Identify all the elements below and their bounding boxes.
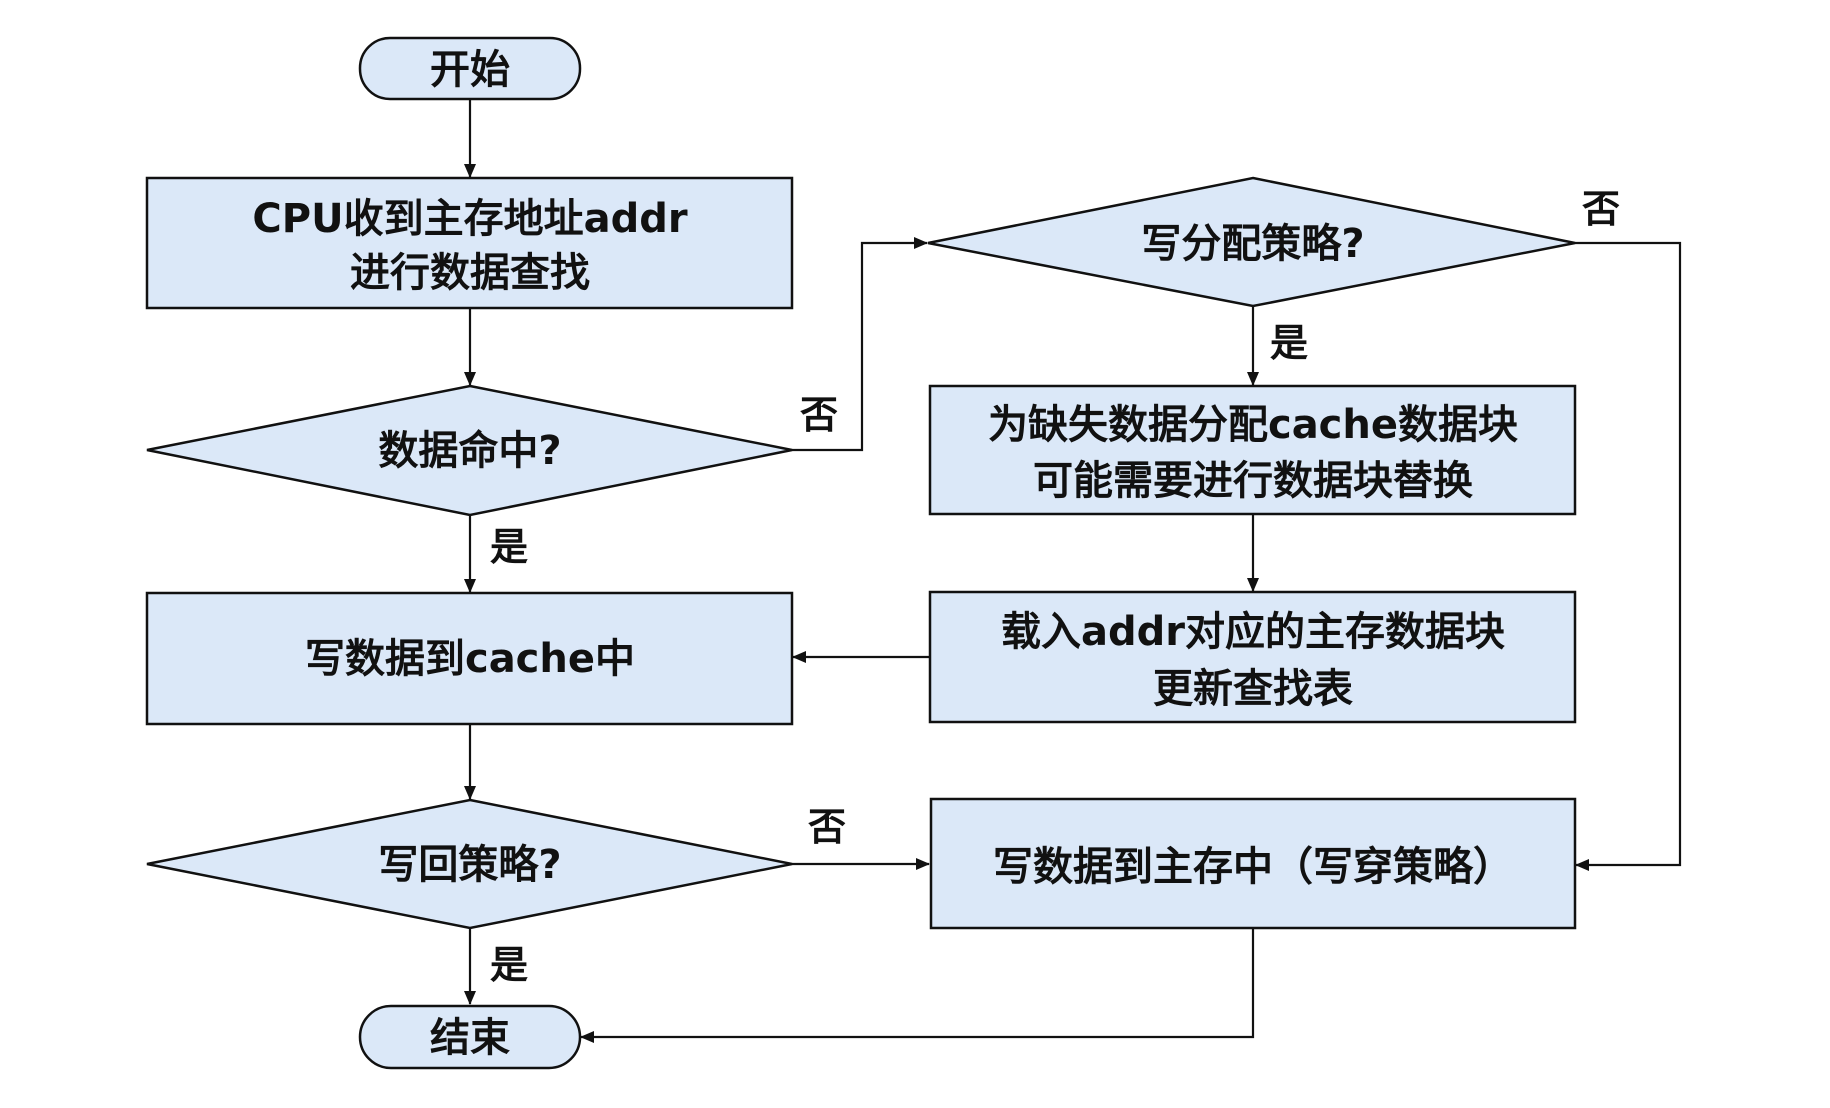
cpu-lookup-box [145,176,794,310]
load-block-line-1: 载入addr对应的主存数据块 [1001,609,1505,655]
edges [464,99,1682,1043]
start-terminator-shape [358,36,582,101]
node-hit-decision: 数据命中? [146,384,793,517]
write-back-decision-label: 写回策略? [378,842,561,888]
edge-label-write-allocate-no: 否 [1582,187,1620,231]
node-write-memory: 写数据到主存中（写穿策略） [929,797,1577,930]
end-terminator-shape [358,1004,582,1070]
cpu-lookup-line-2: 进行数据查找 [350,250,590,296]
write-memory-label: 写数据到主存中（写穿策略） [993,844,1513,890]
allocate-block-line-1: 为缺失数据分配cache数据块 [988,402,1518,448]
write-memory-box [929,797,1577,930]
hit-decision-diamond [146,384,793,517]
write-cache-box [145,591,794,726]
node-write-allocate-decision: 写分配策略? [927,176,1576,308]
load-block-box [928,590,1577,724]
allocate-block-line-2: 可能需要进行数据块替换 [1033,458,1473,504]
node-load-block: 载入addr对应的主存数据块 更新查找表 [928,590,1577,724]
edge-label-write-back-no: 否 [808,805,846,849]
edge-label-write-allocate-yes: 是 [1270,321,1308,365]
load-block-line-2: 更新查找表 [1153,666,1353,712]
end-label: 结束 [430,1015,510,1061]
write-allocate-decision-label: 写分配策略? [1141,221,1364,267]
write-cache-label: 写数据到cache中 [305,636,635,682]
edge-hit-no-to-write-allocate [792,237,928,452]
node-allocate-block: 为缺失数据分配cache数据块 可能需要进行数据块替换 [928,384,1577,516]
edge-labels: 是 否 是 否 是 否 [490,187,1620,987]
hit-decision-label: 数据命中? [378,428,561,474]
node-cpu-lookup: CPU收到主存地址addr 进行数据查找 [145,176,794,310]
write-back-decision-diamond [146,798,793,930]
edge-label-write-back-yes: 是 [490,943,528,987]
edge-label-hit-no: 否 [800,393,838,437]
allocate-block-box [928,384,1577,516]
edge-write-memory-to-end [580,928,1255,1043]
edge-label-hit-yes: 是 [490,525,528,569]
write-allocate-decision-diamond [927,176,1576,308]
cpu-lookup-line-1: CPU收到主存地址addr [252,196,687,242]
node-start: 开始 [358,36,582,101]
node-end: 结束 [358,1004,582,1070]
edge-write-allocate-no-to-write-memory [1575,241,1682,871]
node-write-cache: 写数据到cache中 [145,591,794,726]
start-label: 开始 [430,47,510,93]
node-write-back-decision: 写回策略? [146,798,793,930]
